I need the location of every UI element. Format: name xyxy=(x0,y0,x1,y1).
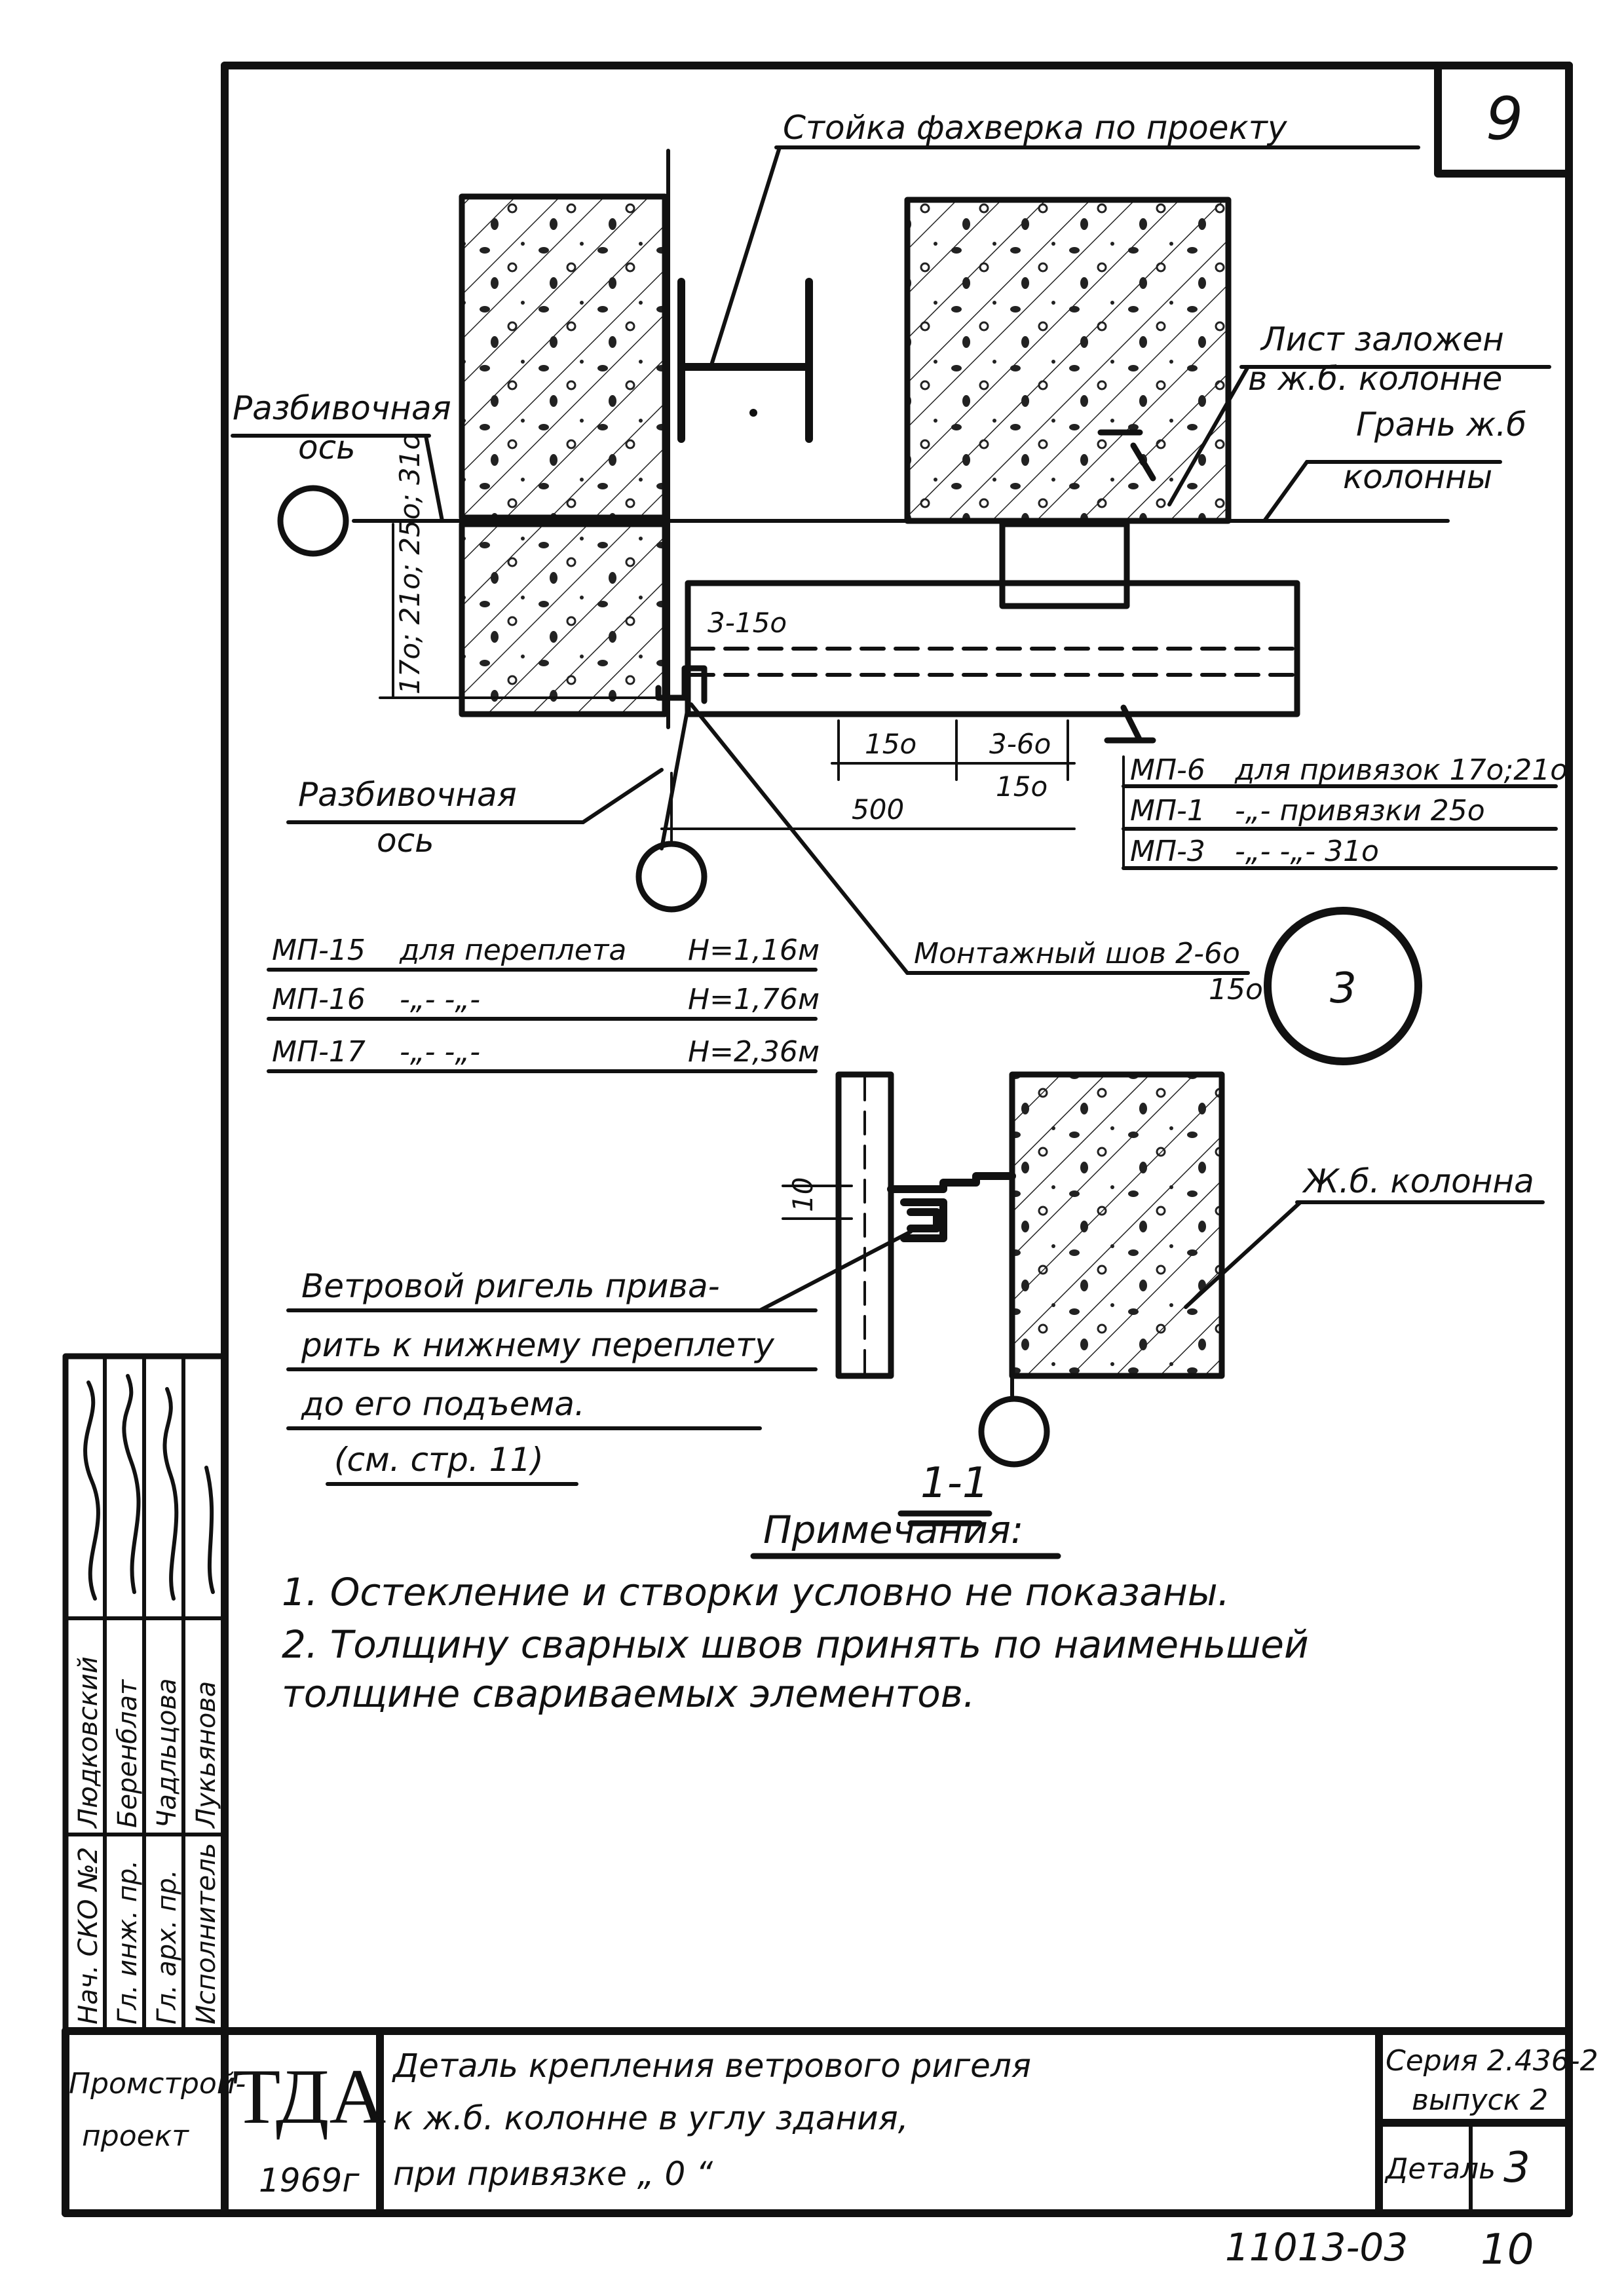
sheet-number-box: 9 xyxy=(1434,62,1573,178)
tda-logo: ТДА xyxy=(233,2053,386,2140)
stamp-role-4: Исполнитель xyxy=(191,1843,221,2025)
plate-left-row-2-h: Н=1,76м xyxy=(688,983,820,1016)
series-2: выпуск 2 xyxy=(1412,2083,1548,2117)
dim-vertical-offsets: 17о; 21о; 25о; 31о xyxy=(394,433,426,694)
plate-table-right: МП-6 для привязок 17о;21о МП-1 -„- привя… xyxy=(1122,753,1568,870)
stamp-name-3: Чадльцова xyxy=(152,1678,182,1828)
plate-row-3-mark: МП-3 xyxy=(1130,835,1205,868)
label-column-face-1: Грань ж.б xyxy=(1356,406,1526,444)
detail-value: 3 xyxy=(1503,2144,1530,2192)
plate-row-2-mark: МП-1 xyxy=(1130,794,1205,827)
plate-left-row-1-mark: МП-15 xyxy=(272,934,366,967)
footer-page: 10 xyxy=(1481,2226,1534,2274)
plate-left-row-1-h: Н=1,16м xyxy=(688,934,820,967)
notes-title: Примечания: xyxy=(763,1508,1023,1552)
dim-3-60-below: 15о xyxy=(996,770,1048,803)
signature-scribbles xyxy=(83,1374,215,1601)
label-tie-binding-3: до его подъема. xyxy=(301,1385,585,1423)
plate-left-row-3-mark: МП-17 xyxy=(272,1035,366,1069)
label-tie-binding-1: Ветровой ригель прива- xyxy=(301,1267,720,1305)
plate-left-row-2-mark: МП-16 xyxy=(272,983,366,1016)
dim-500: 500 xyxy=(852,793,904,826)
plate-table-left: МП-15 для переплета Н=1,16м МП-16 -„- -„… xyxy=(267,934,820,1073)
plate-row-1-text: для привязок 17о;21о xyxy=(1234,753,1568,787)
stamp-name-4: Лукьянова xyxy=(191,1681,221,1829)
org-name-1: Промстрой- xyxy=(69,2067,246,2101)
stamp-name-2: Беренблат xyxy=(113,1679,143,1828)
sheet-number: 9 xyxy=(1486,85,1523,153)
notes-block: Примечания: 1. Остекление и створки усло… xyxy=(282,1508,1309,1716)
plate-left-row-3-h: Н=2,36м xyxy=(688,1035,820,1069)
detail-number: 3 xyxy=(1330,964,1357,1013)
dim-150: 15о xyxy=(865,728,916,760)
title-block: Промстрой- проект ТДА 1969г Деталь крепл… xyxy=(62,2027,1598,2217)
footer-code: 11013-03 xyxy=(1225,2225,1408,2270)
plate-row-3-text: -„- -„- 31о xyxy=(1235,835,1379,868)
title-line-2: к ж.б. колонне в углу здания, xyxy=(393,2099,909,2137)
note-1: 1. Остекление и створки условно не показ… xyxy=(282,1570,1230,1614)
label-grid-axis-top-1: Разбивочная xyxy=(233,389,451,427)
label-tie-binding-2: рить к нижнему переплету xyxy=(301,1326,775,1364)
label-tie-binding-ref: (см. стр. 11) xyxy=(334,1441,544,1479)
side-stamp: Нач. СКО №2 Гл. инж. пр. Гл. арх. пр. Ис… xyxy=(62,1353,228,2034)
plate-left-row-3-text: -„- -„- xyxy=(400,1035,480,1069)
note-2: 2. Толщину сварных швов принять по наиме… xyxy=(282,1622,1309,1667)
label-facade-post: Стойка фахверка по проекту xyxy=(783,109,1288,147)
dim-section-gap: 10 xyxy=(787,1177,819,1212)
label-weld-seam-2: 15о xyxy=(1209,973,1263,1006)
stamp-role-2: Гл. инж. пр. xyxy=(113,1860,143,2025)
dim-weld-3-150: 3-15о xyxy=(708,607,787,639)
series-1: Серия 2.436-2 xyxy=(1386,2044,1598,2078)
label-rc-column: Ж.б. колонна xyxy=(1302,1162,1534,1200)
label-grid-axis-bottom-1: Разбивочная xyxy=(298,776,517,814)
title-line-1: Деталь крепления ветрового ригеля xyxy=(392,2047,1031,2085)
stamp-name-1: Людковский xyxy=(73,1656,104,1829)
footer: 11013-03 10 xyxy=(1225,2225,1534,2274)
year: 1969г xyxy=(259,2161,360,2199)
section-label: 1-1 xyxy=(920,1459,989,1508)
label-weld-seam-1: Монтажный шов 2-6о xyxy=(914,937,1240,970)
plate-left-row-2-text: -„- -„- xyxy=(400,983,480,1016)
detail-label: Деталь xyxy=(1384,2152,1496,2186)
plate-row-2-text: -„- привязки 25о xyxy=(1235,794,1485,827)
org-name-2: проект xyxy=(82,2120,189,2153)
label-grid-axis-bottom-2: ось xyxy=(377,822,434,860)
stamp-role-1: Нач. СКО №2 xyxy=(73,1847,104,2025)
dim-3-60: 3-6о xyxy=(989,728,1051,760)
plate-row-1-mark: МП-6 xyxy=(1130,753,1205,787)
plan-callouts: Стойка фахверка по проекту Лист заложен … xyxy=(231,109,1568,1073)
label-plate-embedded-1: Лист заложен xyxy=(1260,320,1504,358)
section-1-1: 10 1-1 Ж.б. колонна Ветровой ригель прив… xyxy=(286,1071,1545,1527)
label-column-face-2: колонны xyxy=(1343,458,1492,496)
plan-detail: 10 17о; 21о; 25о; 31о 3-15о 15о 3-6о 15о… xyxy=(277,149,1450,913)
note-3: толщине свариваемых элементов. xyxy=(282,1671,975,1716)
plate-left-row-1-text: для переплета xyxy=(399,934,626,967)
title-line-3: при привязке „ 0 “ xyxy=(393,2155,713,2193)
stamp-role-3: Гл. арх. пр. xyxy=(152,1869,182,2025)
